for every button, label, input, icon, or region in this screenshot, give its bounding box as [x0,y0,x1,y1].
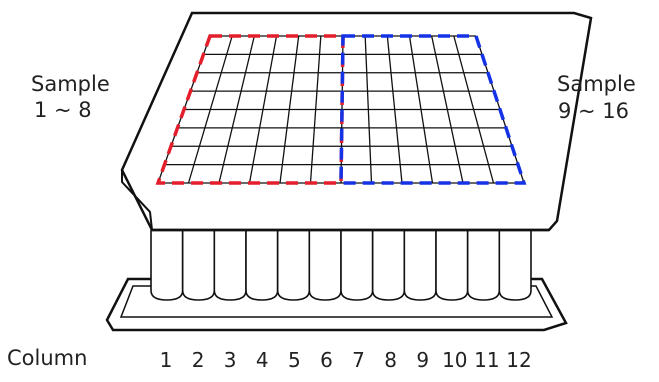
tube-strip [498,230,532,301]
right-sample-label: Sample [557,72,636,96]
grid-column-line [364,35,373,184]
grid-column-line [218,35,255,184]
sample-region-9-16 [339,34,527,185]
sample-region-1-8 [155,34,345,185]
grid-column-line [309,35,322,184]
column-number: 3 [223,348,237,372]
sample-regions [155,34,527,185]
column-number: 9 [416,348,430,372]
plate-top-edge [121,170,153,231]
tube-strip [181,230,216,301]
right-sample-range: 9 ~ 16 [558,99,630,123]
column-number: 4 [255,348,269,372]
grid-column-line [386,35,403,184]
column-number: 11 [474,348,500,372]
column-number: 8 [384,348,397,372]
left-sample-range: 1 ~ 8 [34,98,92,122]
column-axis-label: Column [7,346,88,370]
tube-strip [245,230,279,301]
tube-strip [435,230,469,301]
tube-strip [466,230,501,301]
column-number: 12 [506,348,532,372]
grid-column-line [431,35,464,184]
column-number: 1 [159,348,173,372]
tube-strip [276,230,311,301]
plate-top [120,11,593,232]
column-number: 2 [191,348,205,372]
tube-strip [371,230,406,301]
grid-column-line [408,35,434,184]
tube-strip [340,230,374,301]
plate-top-surface [120,11,593,232]
tube-strip [213,230,247,301]
grid-column-line [279,35,300,184]
left-sample-label: Sample [31,72,110,96]
tube-strip [403,230,437,301]
column-number: 7 [352,348,365,372]
column-number: 5 [287,348,301,372]
tube-strip [150,230,184,301]
tube-strip [308,230,342,301]
column-number: 10 [442,348,468,372]
grid-column-line [187,35,233,184]
grid-column-line [248,35,278,184]
grid-column-line [453,35,495,184]
tube-strips [150,230,532,301]
column-number: 6 [320,348,333,372]
